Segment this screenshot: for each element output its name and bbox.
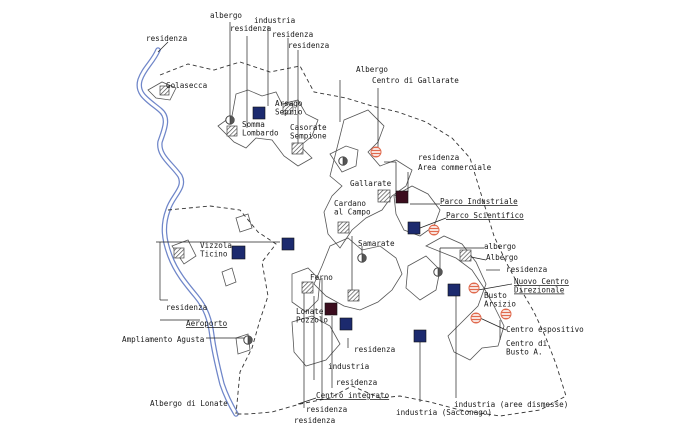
label-albergo-busto2: Albergo [486, 253, 518, 262]
label-continuation: Arsizio [484, 300, 516, 309]
hatched-square-icon [226, 125, 238, 137]
striped-circle-icon [428, 224, 440, 236]
hatched-square-icon [173, 247, 185, 259]
map-labels: albergo industria residenza residenza re… [122, 11, 584, 425]
label-continuation: Lombardo [242, 129, 279, 138]
label-residenza-mid: residenza [336, 378, 377, 387]
leader-lines [156, 22, 513, 408]
label-centro-integrato: Centro integrato [316, 391, 390, 400]
label-golasecca: Golasecca [166, 81, 207, 90]
label-samarate: Samarate [358, 239, 395, 248]
industria-markers [231, 106, 461, 343]
label-albergo-lonate: Albergo di Lonate [150, 399, 228, 408]
label-residenza-busto: residenza [506, 265, 547, 274]
hatched-square-icon [159, 85, 170, 96]
label-residenza-lonate: residenza [354, 345, 395, 354]
label-centro-gallarate: Centro di Gallarate [372, 76, 459, 85]
hatched-square-icon [347, 289, 360, 302]
label-continuation: al Campo [334, 208, 371, 217]
hatched-square-icon [301, 281, 314, 294]
label-residenza-river: residenza [146, 34, 187, 43]
residenza-markers [159, 85, 472, 302]
hatched-square-icon [282, 103, 294, 115]
striped-circle-icon [468, 282, 480, 294]
label-continuation: Seprio [275, 108, 303, 117]
label-residenza-b1: residenza [306, 405, 347, 414]
label-casorate-line: Casorate [290, 123, 327, 132]
label-somma-line: Somma [242, 120, 265, 129]
striped-circle-icon [470, 312, 482, 324]
label-busto-line: Busto [484, 291, 507, 300]
filled-square-icon [231, 245, 246, 260]
filled-square-icon [407, 221, 421, 235]
half-circle-icon [243, 335, 253, 345]
label-albergo-top: albergo [210, 11, 242, 20]
label-continuation: Sempione [290, 132, 327, 141]
label-area-commerciale: Area commerciale [418, 163, 492, 172]
filled-square-icon [339, 317, 353, 331]
label-arsago-line: Arsago [275, 99, 303, 108]
hatched-square-icon [337, 221, 350, 234]
label-continuation: Direzionale [514, 286, 565, 295]
area-boundary [159, 61, 567, 417]
filled-square-icon [281, 237, 295, 251]
label-residenza-b2: residenza [294, 416, 335, 425]
label-lonate-line: Lonate [296, 307, 324, 316]
filled-square-icon [447, 283, 461, 297]
ticino-river [136, 47, 239, 417]
label-cardano-line: Cardano [334, 199, 366, 208]
label-albergo-gallarate: Albergo [356, 65, 388, 74]
half-circle-icon [357, 253, 367, 263]
label-residenza-vizzola: residenza [166, 303, 207, 312]
filled-square-icon [252, 106, 266, 120]
label-centro-espositivo: Centro espositivo [506, 325, 584, 334]
half-circle-icon [225, 115, 235, 125]
label-parco-scientifico: Parco Scientifico [446, 211, 524, 220]
label-ampliamento: Ampliamento Agusta [122, 335, 204, 344]
striped-circle-icon [500, 308, 512, 320]
hatched-square-icon [291, 142, 304, 155]
label-industria-sacconago: industria (Sacconago) [396, 408, 492, 417]
striped-circle-icon [370, 146, 382, 158]
label-continuation: Busto A. [506, 348, 543, 357]
half-circle-icon [433, 267, 443, 277]
label-albergo-busto: albergo [484, 242, 516, 251]
label-residenza-gall: residenza [418, 153, 459, 162]
label-residenza-t3: residenza [288, 41, 329, 50]
label-residenza-t1: residenza [230, 24, 271, 33]
filled-square-icon [413, 329, 427, 343]
label-gallarate: Gallarate [350, 179, 392, 188]
label-parco-industriale: Parco Industriale [440, 197, 518, 206]
label-vizzola-line: Vizzola [200, 241, 232, 250]
label-residenza-t2: residenza [272, 30, 313, 39]
label-industria-top: industria [254, 16, 295, 25]
label-nuovo-centro-line: Nuovo Centro [514, 277, 569, 286]
label-continuation: Pozzolo [296, 316, 328, 325]
hatched-square-icon [459, 249, 472, 262]
label-continuation: Ticino [200, 250, 228, 259]
label-industria-dismesse: industria (aree dismesse) [454, 400, 568, 409]
hatched-square-icon [377, 189, 391, 203]
label-ferno: Ferno [310, 273, 333, 282]
label-aeroporto: Aeroporto [186, 319, 228, 328]
label-industria-lonate: industria [328, 362, 369, 371]
filled-square-icon [395, 190, 409, 204]
label-centro-busto-line: Centro di [506, 339, 548, 348]
half-circle-icon [338, 156, 348, 166]
filled-square-icon [324, 302, 338, 316]
